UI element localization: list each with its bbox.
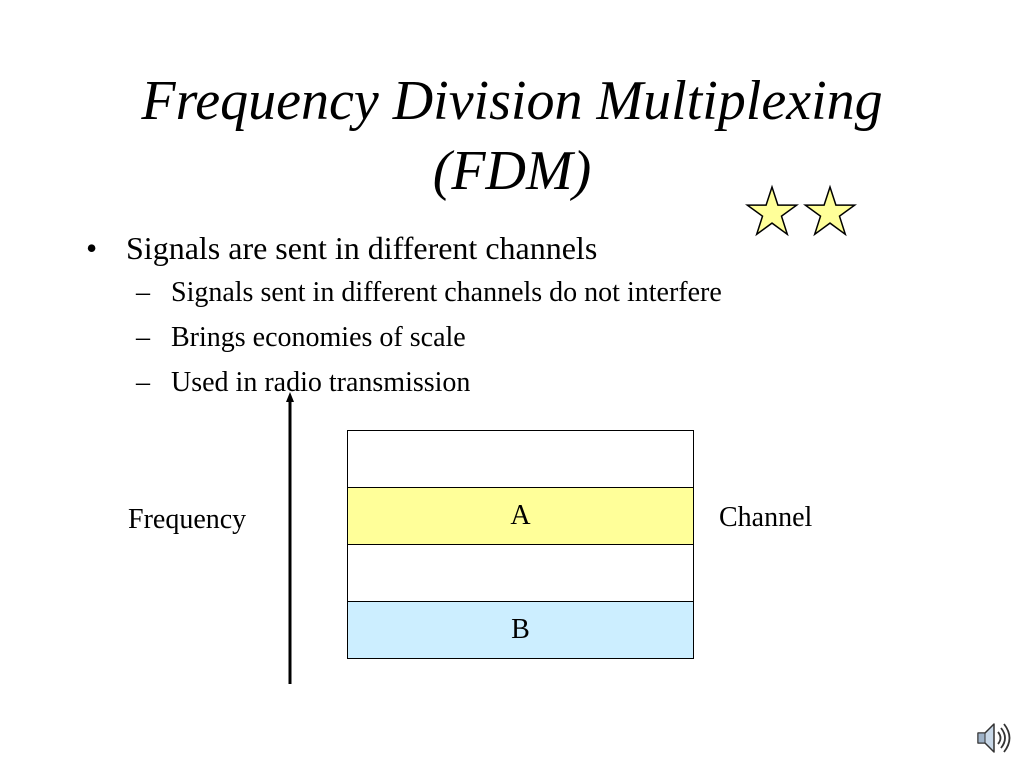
title-line-1: Frequency Division Multiplexing — [141, 70, 883, 132]
sub-bullet-marker: – — [136, 277, 150, 308]
channel-band — [347, 544, 694, 602]
channel-stack: A B — [347, 430, 694, 659]
bullet-text: Signals are sent in different channels — [126, 230, 598, 266]
frequency-label: Frequency — [128, 504, 247, 535]
title-line-2: (FDM) — [432, 140, 592, 202]
sub-bullet-item: – Signals sent in different channels do … — [86, 270, 886, 315]
bullet-item: • Signals are sent in different channels — [86, 226, 886, 270]
speaker-icon[interactable] — [974, 718, 1014, 758]
sub-bullet-item: – Brings economies of scale — [86, 315, 886, 360]
sub-bullet-marker: – — [136, 322, 150, 353]
sub-bullet-item: – Used in radio transmission — [86, 360, 886, 405]
channel-band-a: A — [347, 487, 694, 545]
sub-bullet-text: Used in radio transmission — [171, 367, 471, 398]
channel-band-b: B — [347, 601, 694, 659]
frequency-axis-arrow — [286, 392, 294, 684]
sub-bullet-text: Signals sent in different channels do no… — [171, 277, 722, 308]
star-icon — [803, 184, 857, 237]
sub-bullet-marker: – — [136, 367, 150, 398]
channel-band — [347, 430, 694, 488]
sub-bullet-text: Brings economies of scale — [171, 322, 466, 353]
slide-title: Frequency Division Multiplexing (FDM) — [0, 66, 1024, 206]
bullet-marker: • — [86, 230, 98, 266]
star-icon — [745, 184, 799, 237]
channel-label: Channel — [719, 502, 813, 533]
bullet-list: • Signals are sent in different channels… — [86, 226, 886, 405]
stars-decoration — [745, 184, 857, 237]
